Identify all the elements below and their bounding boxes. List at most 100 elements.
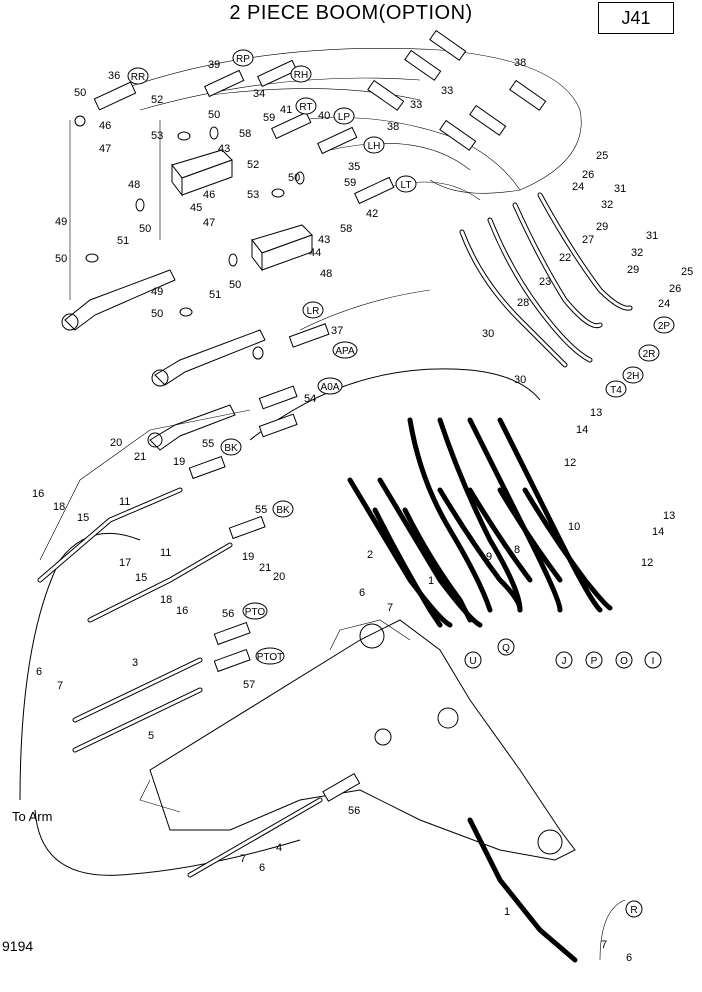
valve-blocks	[61, 149, 313, 451]
callout: 37	[331, 325, 343, 337]
port-tag-bk-1	[220, 438, 242, 456]
port-tag-p	[585, 651, 603, 669]
callout: 39	[208, 59, 220, 71]
port-tag-r-label: R	[630, 905, 637, 916]
callout: 46	[99, 120, 111, 132]
port-tag-lp	[333, 107, 355, 125]
callout: 55	[202, 438, 214, 450]
port-tag-apa-label: APA	[335, 346, 355, 357]
callout: 6	[359, 587, 365, 599]
callout: 16	[32, 488, 44, 500]
callout: 5	[148, 730, 154, 742]
drawing-code: 9194	[2, 938, 34, 954]
callout: 51	[209, 289, 221, 301]
callout: 14	[652, 526, 664, 538]
callout: 28	[517, 297, 529, 309]
port-tags: RR RP RH RT LP LH LT LR APA A0A BK BK PT…	[127, 49, 675, 918]
callout: 36	[108, 70, 120, 82]
callout: 26	[582, 169, 594, 181]
callout: 25	[681, 266, 693, 278]
port-tag-a0a	[317, 377, 343, 395]
callout: 30	[514, 374, 526, 386]
callout: 50	[139, 223, 151, 235]
to-arm-note: To Arm	[12, 809, 53, 824]
callout: 58	[340, 223, 352, 235]
port-tag-rp-label: RP	[236, 54, 250, 65]
callout: 49	[55, 216, 67, 228]
port-tag-lt	[395, 175, 417, 193]
callout: 26	[669, 283, 681, 295]
port-tag-bk-2	[272, 500, 294, 518]
port-tag-pto	[242, 602, 268, 620]
callout: 11	[119, 496, 130, 508]
port-tag-rh-label: RH	[294, 70, 308, 81]
callout: 18	[160, 594, 172, 606]
port-tag-lp-label: LP	[338, 112, 351, 123]
callout: 7	[240, 853, 246, 865]
callout: 52	[247, 159, 259, 171]
callout: 25	[596, 150, 608, 162]
callout: 49	[151, 286, 163, 298]
port-tag-lr	[302, 301, 324, 319]
port-tag-2p-label: 2P	[658, 321, 671, 332]
port-tag-ptot	[255, 647, 285, 665]
port-tag-q	[497, 638, 515, 656]
callout: 21	[134, 451, 146, 463]
callout: 50	[208, 109, 220, 121]
callout: 54	[304, 393, 316, 405]
port-tag-lh-label: LH	[368, 141, 381, 152]
callout: 20	[110, 437, 122, 449]
port-tag-pto-label: PTO	[245, 607, 266, 618]
callout: 57	[243, 679, 255, 691]
callout: 45	[190, 202, 202, 214]
port-tag-rr-label: RR	[131, 72, 145, 83]
upper-hose-lines	[69, 48, 582, 331]
callout: 2	[367, 549, 373, 561]
callout: 7	[57, 680, 63, 692]
callout: 10	[568, 521, 580, 533]
port-tag-rt	[295, 97, 317, 115]
callout: 51	[117, 235, 129, 247]
callout: 44	[309, 247, 321, 259]
port-tag-2r	[638, 344, 660, 362]
port-tag-2r-label: 2R	[643, 349, 656, 360]
callout: 12	[564, 457, 576, 469]
port-tag-bk-1-label: BK	[224, 443, 238, 454]
port-tag-j	[555, 651, 573, 669]
port-tag-rr	[127, 67, 149, 85]
callout: 18	[53, 501, 65, 513]
callout: 12	[641, 557, 653, 569]
port-tag-bk-2-label: BK	[276, 505, 290, 516]
callout: 6	[259, 862, 265, 874]
callout: 29	[627, 264, 639, 276]
port-tag-apa	[332, 341, 358, 359]
callout: 38	[387, 121, 399, 133]
callout: 30	[482, 328, 494, 340]
port-tag-t4	[605, 380, 627, 398]
callout: 47	[99, 143, 111, 155]
callout: 43	[318, 234, 330, 246]
callout: 32	[631, 247, 643, 259]
callout: 59	[344, 177, 356, 189]
callout: 58	[239, 128, 251, 140]
callout-numbers: 36 39 34 38 33 33 38 50 52 41 40 35 46 4…	[32, 57, 693, 964]
callout: 46	[203, 189, 215, 201]
callout: 1	[428, 575, 434, 587]
callout: 15	[77, 512, 89, 524]
callout: 20	[273, 571, 285, 583]
callout: 24	[572, 181, 584, 193]
callout: 35	[348, 161, 360, 173]
callout: 43	[218, 143, 230, 155]
port-tag-i	[644, 651, 662, 669]
callout: 42	[366, 208, 378, 220]
port-tag-r	[625, 900, 643, 918]
callout: 53	[151, 130, 163, 142]
port-tag-u-label: U	[469, 656, 476, 667]
callout: 19	[173, 456, 185, 468]
fittings	[74, 29, 547, 802]
callout: 21	[259, 562, 271, 574]
callout: 40	[318, 110, 330, 122]
callout: 6	[36, 666, 42, 678]
callout: 55	[255, 504, 267, 516]
